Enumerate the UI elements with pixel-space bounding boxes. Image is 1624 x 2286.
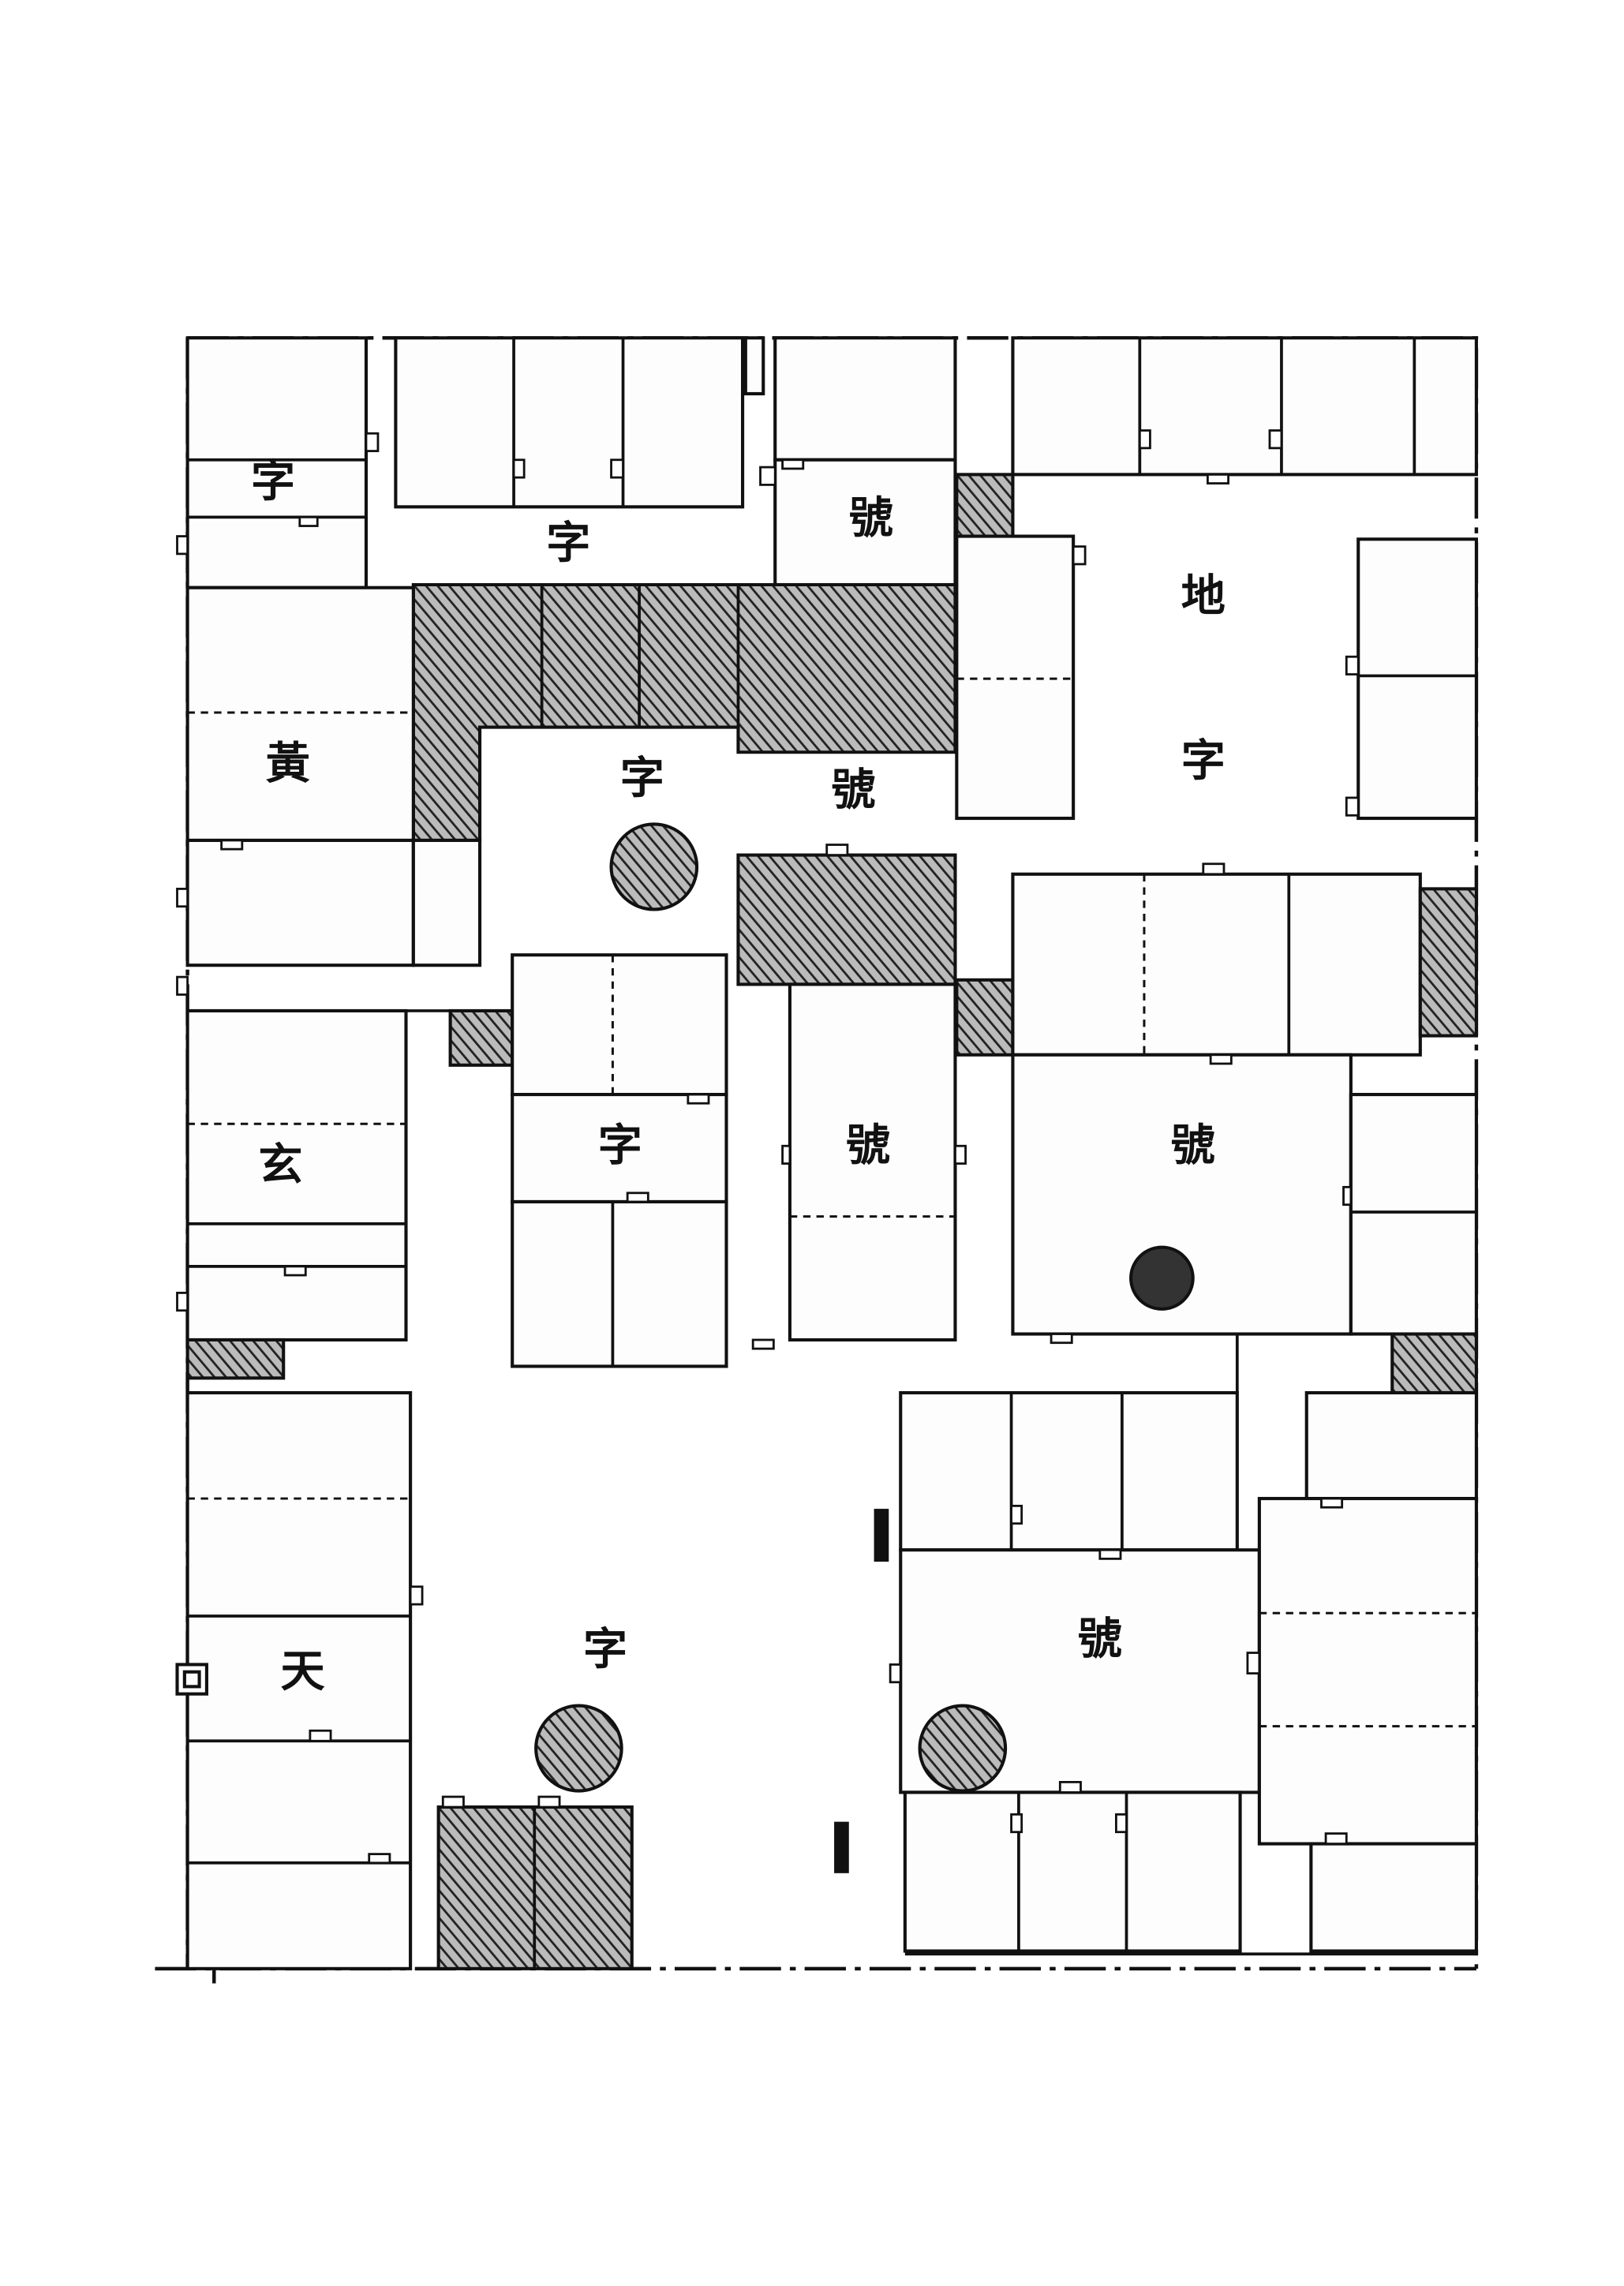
label-zi: 字	[620, 752, 664, 804]
label-zi: 字	[546, 517, 590, 569]
label-xuan: 玄	[258, 1139, 302, 1191]
label-zi: 字	[598, 1120, 642, 1172]
label-hao: 號	[831, 764, 875, 816]
label-zi: 字	[251, 455, 295, 507]
label-zi: 字	[1181, 735, 1225, 787]
buildings	[175, 336, 1478, 1970]
label-hao: 號	[849, 492, 893, 544]
label-hao: 號	[1171, 1120, 1215, 1172]
label-hao: 號	[846, 1120, 890, 1172]
door-markers	[176, 429, 1360, 1865]
label-zi: 字	[583, 1623, 627, 1675]
room-labels: 字 字 號 地 字 黃 字 號 玄 字 號 號 字 天 號	[251, 455, 1225, 1697]
label-huang: 黃	[266, 738, 310, 790]
label-di: 地	[1181, 570, 1225, 622]
label-hao: 號	[1078, 1613, 1122, 1665]
label-tian: 天	[280, 1645, 324, 1697]
